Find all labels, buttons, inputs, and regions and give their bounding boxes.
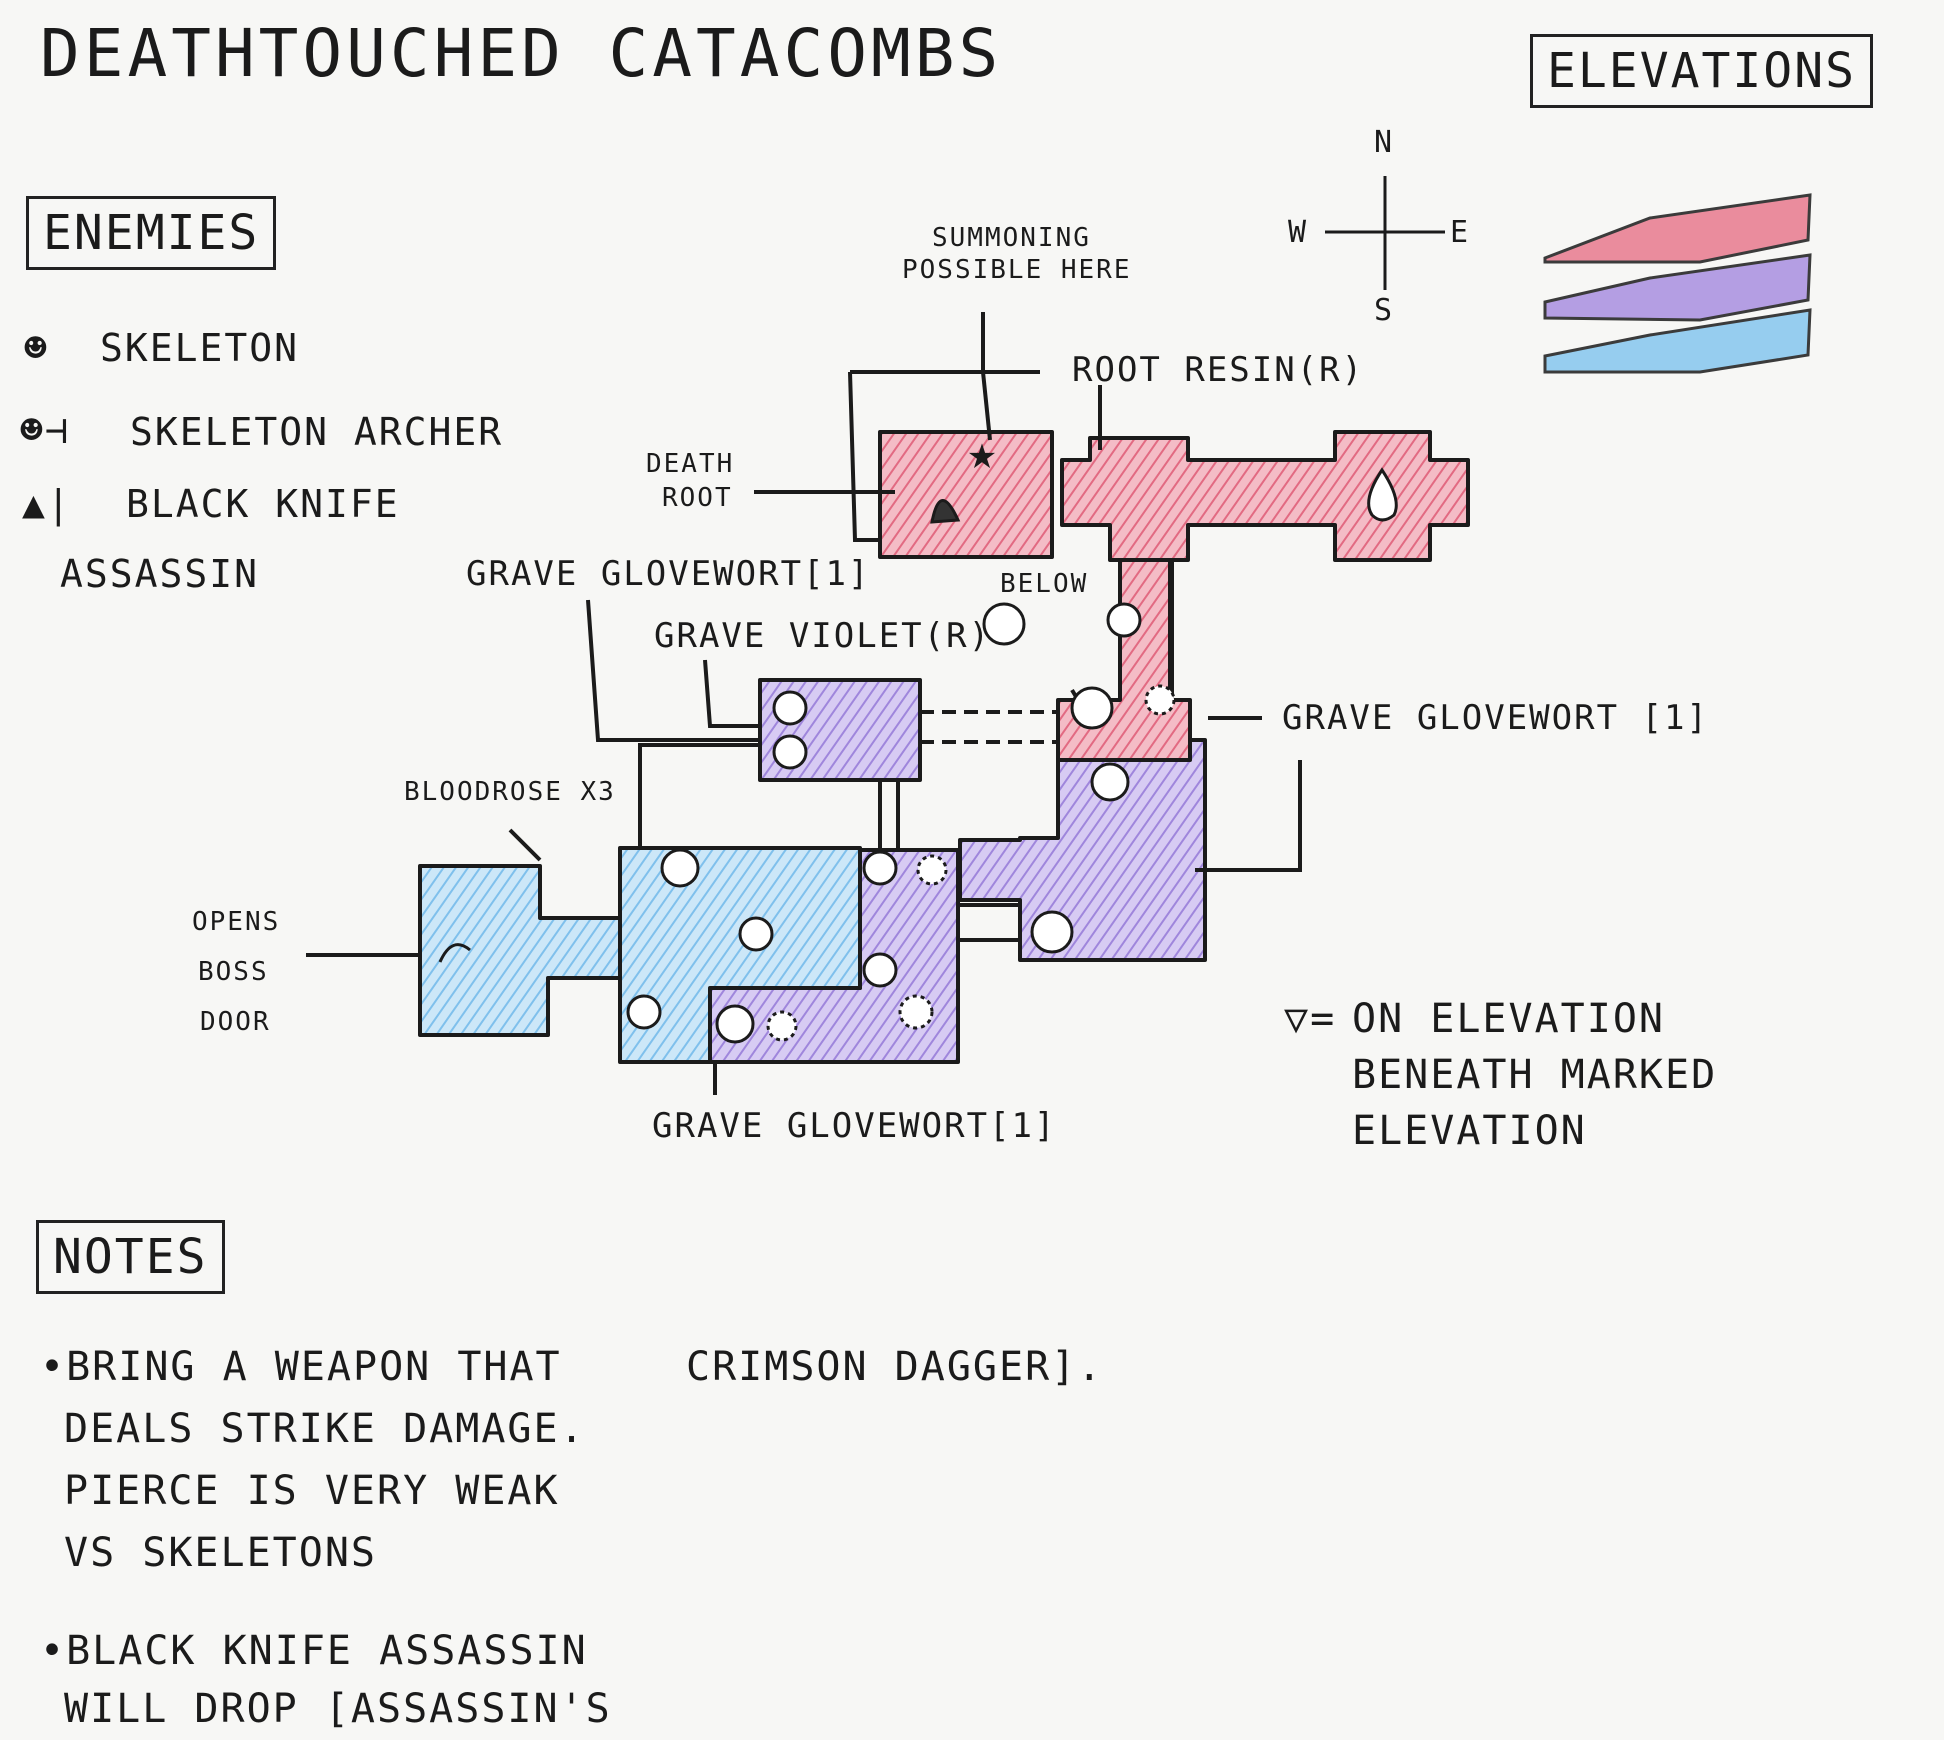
death-root-room bbox=[878, 430, 1054, 559]
grave-glovewort-top-label: Grave Glovewort[1] bbox=[466, 554, 871, 594]
below-label: Below bbox=[1000, 569, 1089, 599]
note-bullet2-line1: •Black Knife Assassin bbox=[40, 1628, 588, 1674]
skeleton-icon bbox=[715, 1004, 755, 1044]
skeleton-icon bbox=[766, 1010, 798, 1042]
summoning-label: Summoning bbox=[932, 223, 1091, 253]
note-bullet1-line4: vs skeletons bbox=[64, 1530, 377, 1576]
notes-heading: Notes bbox=[36, 1220, 225, 1294]
elevation-legend-line1: On Elevation bbox=[1352, 996, 1665, 1042]
skeleton-icon bbox=[862, 850, 898, 886]
skeleton-icon bbox=[1144, 684, 1176, 716]
root-resin-label: Root Resin(r) bbox=[1072, 350, 1365, 390]
skeleton-icon bbox=[862, 952, 898, 988]
legend-skeleton-archer-icon: ☻⊣ bbox=[20, 408, 70, 452]
opens-boss-door-label-line2: Boss bbox=[198, 957, 269, 987]
elevation-legend-line3: Elevation bbox=[1352, 1108, 1587, 1154]
note-bullet2-continued: Crimson Dagger]. bbox=[686, 1344, 1104, 1390]
skeleton-icon bbox=[660, 848, 700, 888]
black-knife-assassin-icon bbox=[930, 499, 961, 524]
compass-south: S bbox=[1374, 293, 1393, 328]
skeleton-icon bbox=[738, 916, 774, 952]
death-root-label: Death bbox=[646, 449, 735, 479]
legend-black-knife-assassin-icon: ▲| bbox=[22, 482, 72, 526]
legend-skeleton-icon: ☻ bbox=[24, 326, 49, 370]
summoning-star-icon: ★ bbox=[967, 437, 997, 477]
connectors bbox=[306, 312, 1302, 1095]
east-hall-room bbox=[958, 738, 1207, 962]
skeleton-icon bbox=[1090, 762, 1130, 802]
upper-level-rooms bbox=[878, 430, 1470, 762]
compass-arrows bbox=[1325, 176, 1445, 290]
lever-icon bbox=[438, 943, 471, 963]
skeleton-icon bbox=[626, 994, 662, 1030]
elevation-legend-line2: Beneath Marked bbox=[1352, 1052, 1718, 1098]
opens-boss-door-label-line3: Door bbox=[200, 1007, 271, 1037]
site-of-grace-icon bbox=[1367, 467, 1398, 522]
note-bullet1-line2: deals strike damage. bbox=[64, 1406, 586, 1452]
map-enemy-markers bbox=[626, 602, 1176, 1044]
grave-violet-label: Grave Violet(r) bbox=[654, 616, 992, 656]
middle-level-rooms bbox=[708, 678, 1207, 1064]
compass-east: E bbox=[1450, 215, 1469, 250]
note-bullet1-line3: Pierce is very weak bbox=[64, 1468, 560, 1514]
page-title: Deathtouched Catacombs bbox=[40, 15, 1003, 92]
compass-west: W bbox=[1288, 215, 1307, 250]
skeleton-icon bbox=[982, 602, 1026, 646]
opens-boss-door-label: Opens bbox=[192, 907, 281, 937]
boss-door-room bbox=[418, 864, 622, 1037]
lower-level-rooms bbox=[418, 846, 862, 1064]
elevations-heading: Elevations bbox=[1530, 34, 1873, 108]
enemies-heading: Enemies bbox=[26, 196, 277, 270]
bloodrose-label: Bloodrose x3 bbox=[404, 777, 616, 807]
skeleton-icon bbox=[1070, 686, 1114, 730]
summoning-label-line2: Possible Here bbox=[902, 255, 1132, 285]
grave-glovewort-bottom-label: Grave Glovewort[1] bbox=[652, 1106, 1057, 1146]
skeleton-icon bbox=[772, 690, 808, 726]
death-root-label-line2: Root bbox=[662, 483, 733, 513]
central-hall-room bbox=[618, 846, 862, 1064]
note-bullet2-line2: will drop [Assassin's bbox=[64, 1686, 612, 1732]
legend-black-knife-label-line2: Assassin bbox=[60, 552, 260, 596]
note-bullet1-line1: •Bring a weapon that bbox=[40, 1344, 562, 1390]
legend-skeleton-label: Skeleton bbox=[100, 326, 300, 370]
grave-glovewort-right-label: Grave Glovewort [1] bbox=[1282, 698, 1709, 738]
skeleton-icon bbox=[772, 734, 808, 770]
skeleton-icon bbox=[1030, 910, 1074, 954]
elevation-marker-symbol: ▽= bbox=[1284, 996, 1337, 1042]
skeleton-icon bbox=[1106, 602, 1142, 638]
legend-skeleton-archer-label: Skeleton Archer bbox=[130, 410, 504, 454]
elevation-stack bbox=[1543, 193, 1812, 374]
skeleton-icon bbox=[898, 994, 934, 1030]
skeleton-icon bbox=[916, 854, 948, 886]
compass-north: N bbox=[1374, 125, 1393, 160]
legend-black-knife-label: Black Knife bbox=[126, 482, 400, 526]
